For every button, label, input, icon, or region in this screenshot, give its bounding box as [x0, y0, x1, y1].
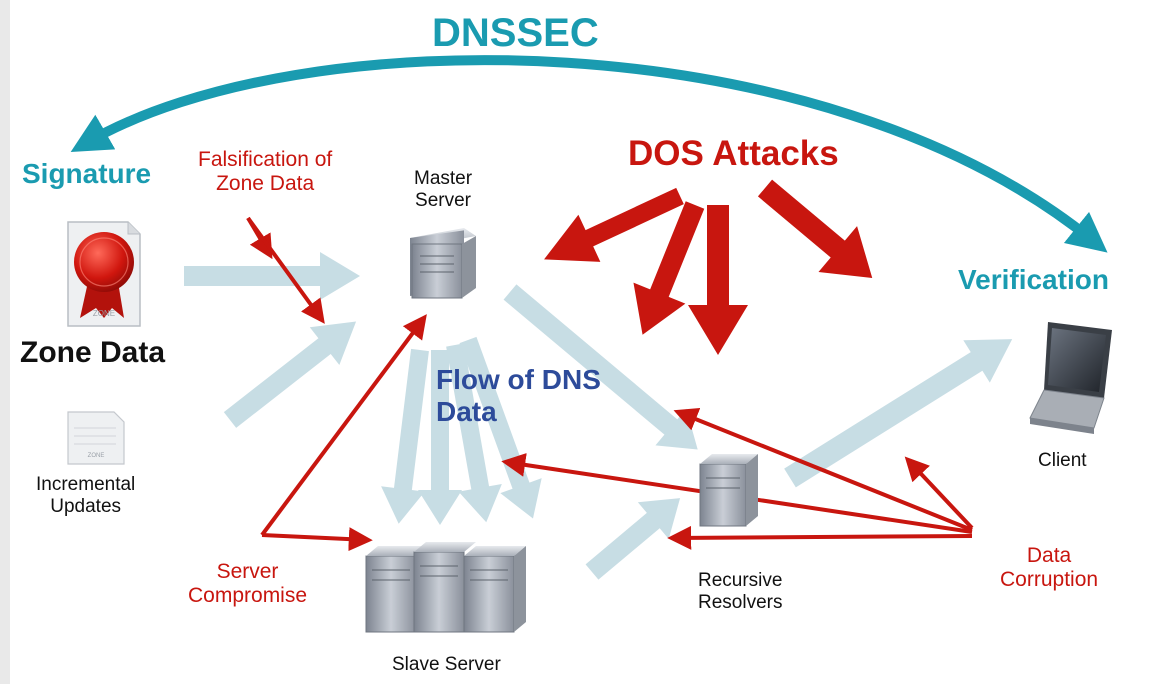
slave-server-icon — [365, 542, 526, 633]
falsification-line1: Falsification of — [198, 148, 333, 171]
compromise-arrow-to-master — [260, 314, 427, 537]
zone-doc-label: ZONE — [93, 309, 115, 318]
flow-arrow-master-to-slave-1 — [381, 348, 429, 524]
master-server-icon — [410, 228, 476, 299]
incremental-updates-icon: ZONE — [67, 411, 125, 465]
attack-lines — [246, 216, 974, 552]
master-line2: Server — [415, 189, 472, 211]
data-corr-line2: Corruption — [1000, 568, 1099, 592]
flow-line1: Flow of DNS — [436, 364, 601, 395]
falsification-label: Falsification of Zone Data — [198, 148, 332, 196]
server-compromise-label: Server Compromise — [188, 560, 307, 608]
dos-arrow-4 — [757, 179, 873, 278]
flow-arrow-master-to-slave-2 — [418, 350, 462, 525]
zone-data-label: Zone Data — [20, 336, 166, 369]
client-label: Client — [1038, 450, 1087, 471]
client-laptop-icon — [1029, 322, 1112, 434]
incremental-updates-label: Incremental Updates — [36, 474, 135, 518]
master-line1: Master — [414, 168, 473, 189]
flow-arrow-zone-to-master — [184, 252, 360, 300]
corruption-arrow-3 — [667, 525, 973, 550]
zone-data-document-icon: ZONE — [67, 221, 141, 327]
zone-small-label: ZONE — [88, 453, 105, 459]
data-corruption-label: Data Corruption — [1000, 544, 1098, 592]
dos-arrow-3 — [688, 205, 748, 355]
left-border — [0, 0, 10, 684]
flow-arrow-slave-to-recursive — [585, 498, 681, 580]
dos-arrow-2 — [633, 201, 705, 335]
slave-server-label: Slave Server — [392, 654, 501, 675]
flow-arrow-master-to-slave-3 — [446, 343, 502, 523]
recursive-line2: Resolvers — [698, 591, 783, 613]
flow-arrow-incremental-to-master — [223, 321, 357, 428]
dnssec-arc — [70, 55, 1108, 253]
master-server-label: Master Server — [414, 168, 472, 212]
compromise-arrow-to-slave — [261, 527, 373, 552]
corruption-arrow-4 — [904, 456, 974, 530]
server-comp-line1: Server — [216, 560, 279, 583]
page-title: DNSSEC — [432, 11, 599, 55]
flow-arrow-recursive-to-client — [784, 339, 1013, 488]
incremental-line2: Updates — [50, 495, 122, 517]
flow-arrow-master-to-recursive — [503, 284, 698, 450]
dos-arrows — [544, 179, 873, 355]
data-corr-line1: Data — [1026, 544, 1072, 567]
recursive-resolver-icon — [699, 454, 758, 527]
flow-label: Flow of DNS Data — [436, 364, 601, 428]
dos-attacks-label: DOS Attacks — [628, 134, 839, 173]
corruption-arrow-1 — [673, 408, 973, 532]
falsification-line2: Zone Data — [216, 172, 315, 196]
signature-label: Signature — [22, 158, 152, 189]
server-comp-line2: Compromise — [188, 584, 308, 608]
recursive-resolvers-label: Recursive Resolvers — [698, 570, 782, 614]
dos-arrow-1 — [544, 187, 684, 262]
flow-arrows — [184, 252, 1013, 580]
incremental-line1: Incremental — [36, 474, 136, 495]
falsification-arrow-b — [246, 216, 325, 324]
flow-line2: Data — [436, 396, 497, 428]
verification-label: Verification — [958, 264, 1109, 295]
recursive-line1: Recursive — [698, 570, 783, 591]
